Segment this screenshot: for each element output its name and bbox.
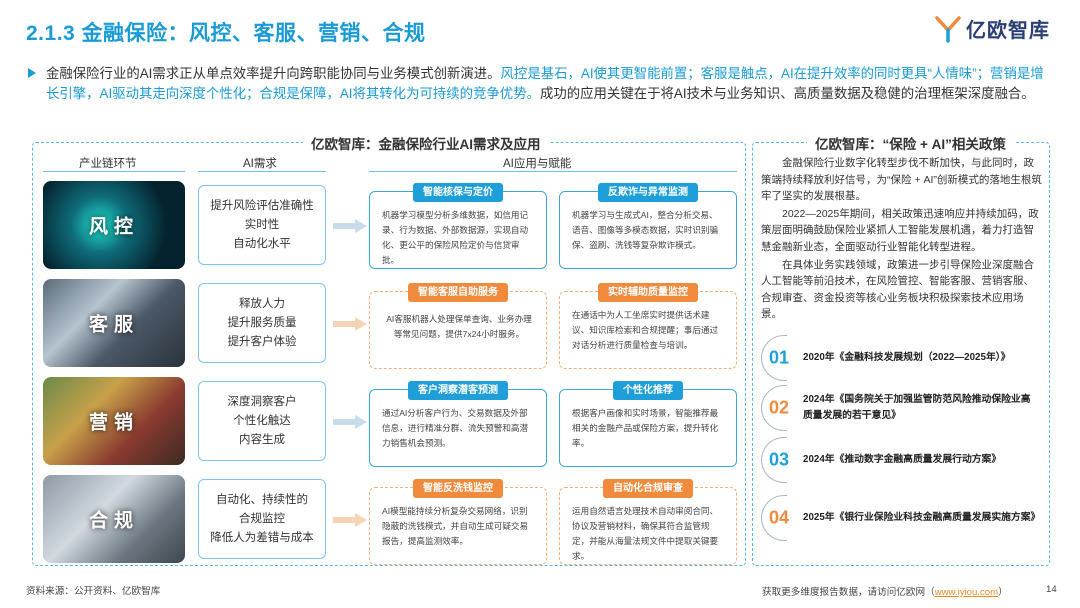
arrow-right-icon <box>333 219 367 233</box>
app-card: 自动化合规审查 运用自然语言处理技术自动审阅合同、协议及营销材料，确保其符合监管… <box>559 479 737 565</box>
app-desc: 在通话中为人工坐席实时提供话术建议、知识库检索和合规提醒；事后通过对话分析进行质… <box>572 310 719 350</box>
intro-part3: 成功的应用关键在于将AI技术与业务知识、高质量数据及稳健的治理框架深度融合。 <box>539 86 1035 101</box>
need-item: 深度洞察客户 <box>227 395 297 408</box>
row-label: 风控 <box>88 216 139 238</box>
col-underline <box>198 171 326 172</box>
need-item: 内容生成 <box>239 433 285 446</box>
app-desc: 通过AI分析客户行为、交易数据及外部信息，进行精准分群、流失预警和高潜力销售机会… <box>382 408 529 448</box>
policy-title: 2024年《国务院关于加强监管防范风险推动保险业高质量发展的若干意见》 <box>803 394 1031 421</box>
arrow-right-icon <box>333 415 367 429</box>
policy-paragraph: 2022—2025年期间，相关政策迅速响应并持续加码，政策层面明确鼓励保险业紧抓… <box>761 207 1039 253</box>
footer-more-suffix: ） <box>998 587 1008 598</box>
col-underline <box>369 171 737 172</box>
intro-part1: 金融保险行业的AI需求正从单点效率提升向跨职能协同与业务模式创新演进。 <box>46 66 501 81</box>
need-item: 释放人力 <box>239 297 285 310</box>
intro-paragraph: 金融保险行业的AI需求正从单点效率提升向跨职能协同与业务模式创新演进。风控是基石… <box>26 64 1056 104</box>
app-card: 实时辅助质量监控 在通话中为人工坐席实时提供话术建议、知识库检索和合规提醒；事后… <box>559 283 737 369</box>
risk-control-image: 风控 <box>43 181 185 269</box>
footer-source: 资料来源：公开资料、亿欧智库 <box>26 586 161 597</box>
policy-description: 金融保险行业数字化转型步伐不断加快，与此同时，政策端持续释放利好信号，为“保险 … <box>761 155 1043 324</box>
marketing-image: 营销 <box>43 377 185 465</box>
app-tag: 客户洞察潜客预测 <box>408 381 508 400</box>
app-card: 个性化推荐 根据客户画像和实时场景，智能推荐最相关的金融产品或保险方案，提升转化… <box>559 381 737 467</box>
need-item: 提升服务质量 <box>227 316 297 329</box>
need-item: 提升风险评估准确性 <box>210 199 314 212</box>
app-card: 智能核保与定价 机器学习模型分析多维数据，如信用记录、行为数据、外部数据源，实现… <box>369 183 547 269</box>
logo-text: 亿欧智库 <box>966 20 1050 42</box>
col-underline <box>43 171 185 172</box>
policy-item: 04 2025年《银行业保险业科技金融高质量发展实施方案》 <box>761 495 1045 541</box>
app-tag: 自动化合规审查 <box>603 479 693 498</box>
row-label: 合规 <box>88 510 139 532</box>
need-item: 合规监控 <box>239 512 285 525</box>
need-item: 实时性 <box>244 218 280 231</box>
app-card: 客户洞察潜客预测 通过AI分析客户行为、交易数据及外部信息，进行精准分群、流失预… <box>369 381 547 467</box>
app-card: 智能反洗钱监控 AI模型能持续分析复杂交易网络，识别隐蔽的洗钱模式，并自动生成可… <box>369 479 547 565</box>
app-tag: 实时辅助质量监控 <box>598 283 698 302</box>
policy-number: 01 <box>769 347 790 368</box>
app-desc: AI客服机器人处理保单查询、业务办理等常见问题，提供7x24小时服务。 <box>386 314 532 339</box>
policy-title: 2024年《推动数字金融高质量发展行动方案》 <box>803 454 1002 465</box>
app-card: 反欺诈与异常监测 机器学习与生成式AI，整合分析交易、语音、图像等多模态数据，实… <box>559 183 737 269</box>
app-desc: 运用自然语言处理技术自动审阅合同、协议及营销材料，确保其符合监管规定，并能从海量… <box>572 506 719 561</box>
page-number: 14 <box>1046 584 1057 595</box>
website-link[interactable]: www.iyiou.com <box>934 587 999 598</box>
policy-title: 2025年《银行业保险业科技金融高质量发展实施方案》 <box>803 512 1041 523</box>
policy-item: 03 2024年《推动数字金融高质量发展行动方案》 <box>761 437 1045 483</box>
col-header-need: AI需求 <box>243 158 277 170</box>
compliance-image: 合规 <box>43 475 185 563</box>
policy-panel: 亿欧智库：“保险 + AI”相关政策 金融保险行业数字化转型步伐不断加快，与此同… <box>752 133 1050 566</box>
policy-number: 04 <box>769 507 790 528</box>
policy-paragraph: 金融保险行业数字化转型步伐不断加快，与此同时，政策端持续释放利好信号，为“保险 … <box>761 157 1042 203</box>
need-item: 降低人为差错与成本 <box>210 531 314 544</box>
arrow-right-icon <box>333 513 367 527</box>
bullet-icon <box>28 68 36 78</box>
need-box: 释放人力 提升服务质量 提升客户体验 <box>198 283 326 363</box>
page-title: 2.1.3 金融保险：风控、客服、营销、合规 <box>26 22 426 45</box>
app-tag: 反欺诈与异常监测 <box>598 183 698 202</box>
need-item: 提升客户体验 <box>227 335 297 348</box>
logo-icon <box>935 15 961 43</box>
app-tag: 智能核保与定价 <box>413 183 503 202</box>
app-tag: 智能客服自助服务 <box>408 283 508 302</box>
app-card: 智能客服自助服务 AI客服机器人处理保单查询、业务办理等常见问题，提供7x24小… <box>369 283 547 369</box>
app-desc: 机器学习与生成式AI，整合分析交易、语音、图像等多模态数据，实时识别骗保、盗刷、… <box>572 210 719 250</box>
arrow-right-icon <box>333 317 367 331</box>
intro-highlight: 风控是基石，AI使其更智能前置；客服是触点，AI在提升效率的同时更具“人情味”；… <box>46 66 1044 101</box>
need-item: 自动化水平 <box>233 237 291 250</box>
col-header-app: AI应用与赋能 <box>503 158 572 170</box>
policy-item: 02 2024年《国务院关于加强监管防范风险推动保险业高质量发展的若干意见》 <box>761 385 1045 431</box>
policy-title: 2020年《金融科技发展规划（2022—2025年）》 <box>803 352 1011 363</box>
left-panel-title: 亿欧智库：金融保险行业AI需求及应用 <box>303 133 549 153</box>
policy-number: 02 <box>769 397 790 418</box>
app-tag: 智能反洗钱监控 <box>413 479 503 498</box>
brand-logo: 亿欧智库 <box>934 14 1050 43</box>
footer-more-info: 获取更多维度报告数据，请访问亿欧网（www.iyiou.com） <box>762 584 1008 598</box>
row-label: 客服 <box>88 314 139 336</box>
need-item: 自动化、持续性的 <box>216 493 308 506</box>
need-box: 提升风险评估准确性 实时性 自动化水平 <box>198 185 326 265</box>
ai-needs-panel: 亿欧智库：金融保险行业AI需求及应用 产业链环节 AI需求 AI应用与赋能 风控… <box>32 133 746 566</box>
policy-item: 01 2020年《金融科技发展规划（2022—2025年）》 <box>761 335 1045 381</box>
col-header-chain: 产业链环节 <box>79 158 137 170</box>
policy-number: 03 <box>769 449 790 470</box>
need-box: 深度洞察客户 个性化触达 内容生成 <box>198 381 326 461</box>
app-desc: AI模型能持续分析复杂交易网络，识别隐蔽的洗钱模式，并自动生成可疑交易报告，提高… <box>382 506 529 546</box>
app-desc: 根据客户画像和实时场景，智能推荐最相关的金融产品或保险方案，提升转化率。 <box>572 408 719 448</box>
app-tag: 个性化推荐 <box>613 381 683 400</box>
need-item: 个性化触达 <box>233 414 291 427</box>
app-desc: 机器学习模型分析多维数据，如信用记录、行为数据、外部数据源，实现自动化、更公平的… <box>382 210 529 265</box>
footer-more-prefix: 获取更多维度报告数据，请访问亿欧网（ <box>762 587 935 598</box>
policy-paragraph: 在具体业务实践领域，政策进一步引导保险业深度融合人工智能等前沿技术，在风险管控、… <box>761 258 1034 321</box>
right-panel-title: 亿欧智库：“保险 + AI”相关政策 <box>807 133 1014 153</box>
row-label: 营销 <box>88 412 139 434</box>
need-box: 自动化、持续性的 合规监控 降低人为差错与成本 <box>198 479 326 559</box>
customer-service-image: 客服 <box>43 279 185 367</box>
